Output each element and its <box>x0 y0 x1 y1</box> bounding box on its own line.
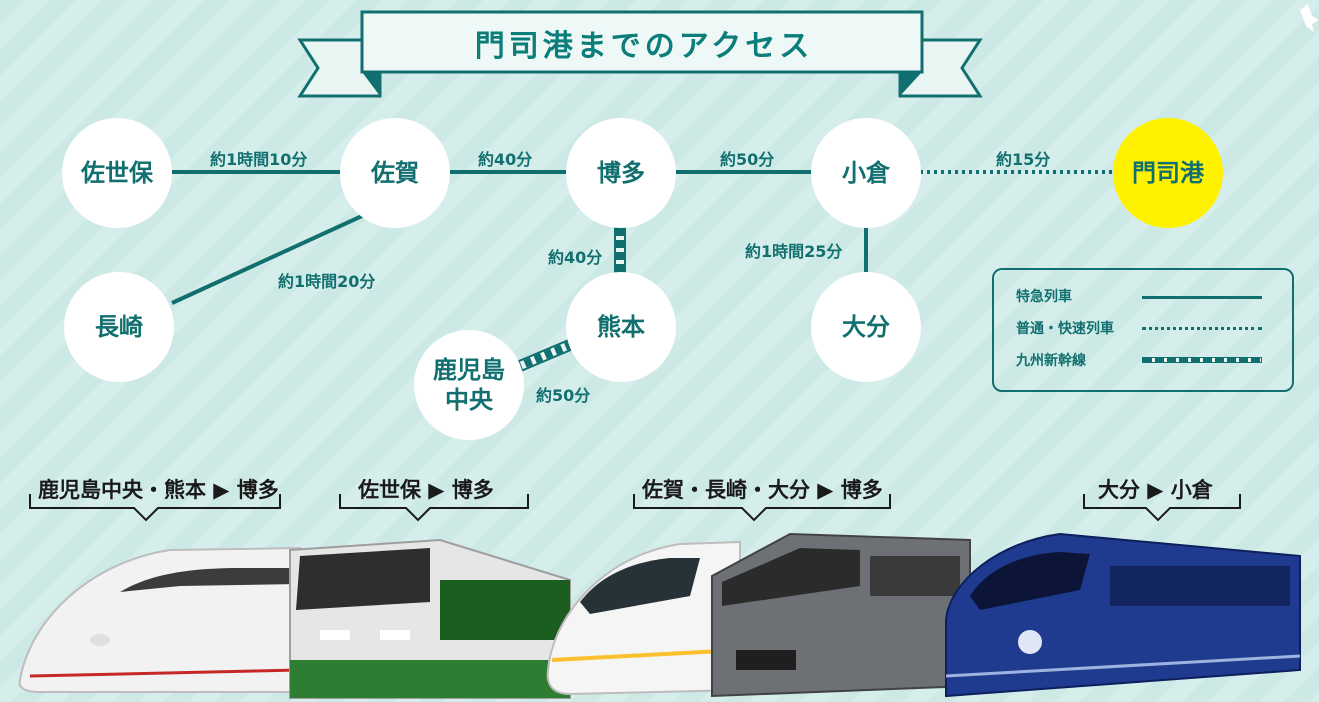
station-sasebo: 佐世保 <box>62 118 172 228</box>
legend-row-local-rapid: 普通・快速列車 <box>1016 318 1114 338</box>
legend-row-limited-express: 特急列車 <box>1016 286 1072 306</box>
train-885-series-image <box>546 540 741 696</box>
station-kumamoto: 熊本 <box>566 272 676 382</box>
time-saga-hakata: 約40分 <box>478 150 533 169</box>
legend-sample-track <box>1142 357 1262 363</box>
bracket-r3 <box>633 494 891 522</box>
time-kokura-mojiko: 約15分 <box>996 150 1051 169</box>
route-caption-kagoshima-kumamoto-hakata: 鹿児島中央・熊本 ▶ 博多 <box>38 478 279 502</box>
page-title: 門司港までのアクセス <box>474 29 814 64</box>
time-hakata-kokura: 約50分 <box>720 150 775 169</box>
station-kokura: 小倉 <box>811 118 921 228</box>
line-kumamoto-kagoshima <box>517 338 575 372</box>
legend-label-local-rapid: 普通・快速列車 <box>1016 321 1114 337</box>
time-sasebo-saga: 約1時間10分 <box>210 150 308 169</box>
time-saga-nagasaki: 約1時間20分 <box>278 272 376 291</box>
route-caption-sasebo-hakata: 佐世保 ▶ 博多 <box>358 478 494 502</box>
legend-label-limited-express: 特急列車 <box>1016 289 1072 305</box>
banner-fold-right <box>900 72 922 96</box>
caption-brackets <box>29 494 1241 522</box>
bracket-r4 <box>1083 494 1241 522</box>
legend-sample-dotted <box>1142 327 1262 330</box>
line-saga-nagasaki <box>171 214 363 305</box>
trains-illustration <box>18 532 1301 699</box>
time-hakata-kumamoto: 約40分 <box>548 248 603 267</box>
station-mojiko: 門司港 <box>1113 118 1223 228</box>
title-banner <box>297 4 1319 98</box>
station-nagasaki: 長崎 <box>64 272 174 382</box>
bracket-r1 <box>29 494 281 522</box>
legend-sample-solid <box>1142 296 1262 299</box>
train-783-series-image <box>289 538 571 699</box>
line-hakata-kumamoto <box>614 227 626 273</box>
station-saga: 佐賀 <box>340 118 450 228</box>
station-hakata: 博多 <box>566 118 676 228</box>
time-kokura-oita: 約1時間25分 <box>745 242 843 261</box>
train-787-series-image <box>711 532 971 698</box>
legend-label-shinkansen: 九州新幹線 <box>1016 353 1086 369</box>
route-caption-saga-nagasaki-oita-hakata: 佐賀・長崎・大分 ▶ 博多 <box>642 478 883 502</box>
station-kagoshima-chuo: 鹿児島 中央 <box>414 330 524 440</box>
time-kumamoto-kagoshima: 約50分 <box>536 386 591 405</box>
route-caption-oita-kokura: 大分 ▶ 小倉 <box>1098 478 1213 502</box>
banner-fold-left <box>362 72 380 96</box>
sparkle-icon <box>1300 4 1319 32</box>
legend-box: 特急列車 普通・快速列車 九州新幹線 <box>992 268 1294 392</box>
train-shinkansen-800-image <box>18 546 301 693</box>
train-883-series-image <box>945 532 1301 698</box>
bracket-r2 <box>339 494 529 522</box>
banner-main <box>360 10 924 74</box>
legend-row-shinkansen: 九州新幹線 <box>1016 350 1086 370</box>
station-oita: 大分 <box>811 272 921 382</box>
